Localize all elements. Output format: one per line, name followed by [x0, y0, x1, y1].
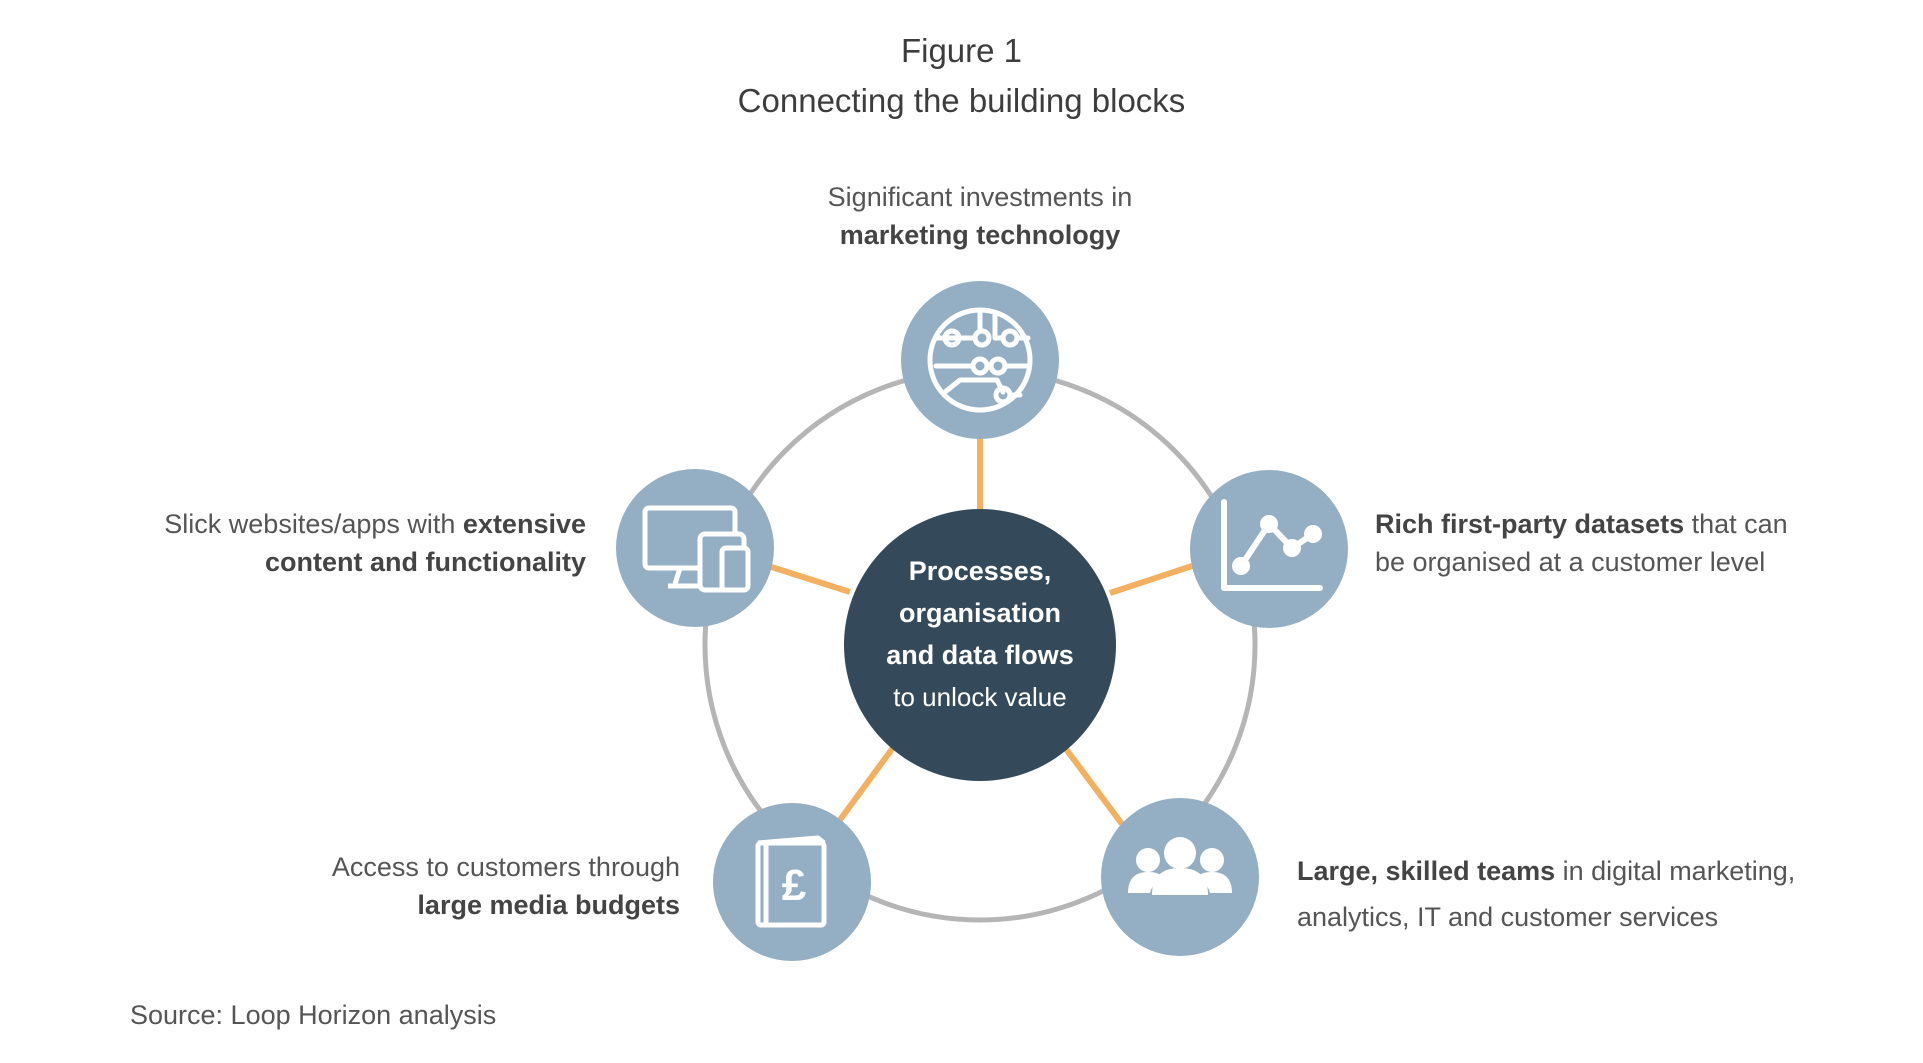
spoke-bottom-left — [831, 743, 898, 830]
label-media-budgets: Access to customers through large media … — [240, 848, 680, 924]
label-marketing-technology: Significant investments in marketing tec… — [740, 178, 1220, 254]
label-websites-bold-b: content and functionality — [265, 547, 586, 577]
node-skilled-teams — [1101, 798, 1259, 956]
label-websites-apps: Slick websites/apps with extensive conte… — [80, 505, 586, 581]
hub-line-1: Processes, — [909, 556, 1052, 586]
figure-title: Connecting the building blocks — [737, 82, 1186, 119]
devices-icon — [642, 505, 751, 593]
label-first-party-datasets: Rich first-party datasets that can be or… — [1375, 505, 1895, 581]
node-marketing-technology — [901, 281, 1059, 439]
hub-circle — [844, 509, 1116, 781]
label-websites-plain: Slick websites/apps with — [164, 509, 463, 539]
label-websites-bold-a: extensive — [462, 509, 586, 539]
circuit-brain-icon — [927, 307, 1033, 413]
label-marketing-technology-line1: Significant investments in — [827, 182, 1133, 212]
figure-number: Figure 1 — [900, 32, 1023, 69]
pound-glyph-icon: £ — [782, 861, 807, 910]
node-first-party-datasets — [1190, 470, 1348, 628]
hub-line-3: and data flows — [886, 640, 1074, 670]
spoke-bottom-right — [1060, 743, 1125, 826]
hub-line-2: organisation — [899, 598, 1061, 628]
node-media-budgets: £ — [713, 803, 871, 961]
hub-line-4: to unlock value — [893, 682, 1066, 712]
people-group-icon — [1128, 837, 1232, 895]
label-teams-bold: Large, skilled teams — [1297, 856, 1556, 886]
label-marketing-technology-bold: marketing technology — [839, 220, 1121, 250]
label-teams-plain-b: analytics, IT and customer services — [1297, 902, 1719, 932]
label-datasets-plain-a: that can — [1684, 509, 1788, 539]
spokes — [761, 438, 1193, 830]
label-datasets-plain-b: be organised at a customer level — [1375, 547, 1766, 577]
label-budgets-bold: large media budgets — [417, 890, 680, 920]
label-datasets-bold: Rich first-party datasets — [1375, 509, 1685, 539]
label-teams-plain-a: in digital marketing, — [1555, 856, 1796, 886]
source-note: Source: Loop Horizon analysis — [130, 1000, 497, 1030]
line-chart-icon — [1221, 499, 1323, 591]
spoke-left — [761, 561, 851, 595]
pound-book-icon — [755, 835, 827, 928]
spoke-right — [1109, 563, 1193, 596]
label-budgets-plain: Access to customers through — [331, 852, 680, 882]
label-skilled-teams: Large, skilled teams in digital marketin… — [1297, 848, 1857, 940]
node-websites-apps — [616, 469, 774, 627]
